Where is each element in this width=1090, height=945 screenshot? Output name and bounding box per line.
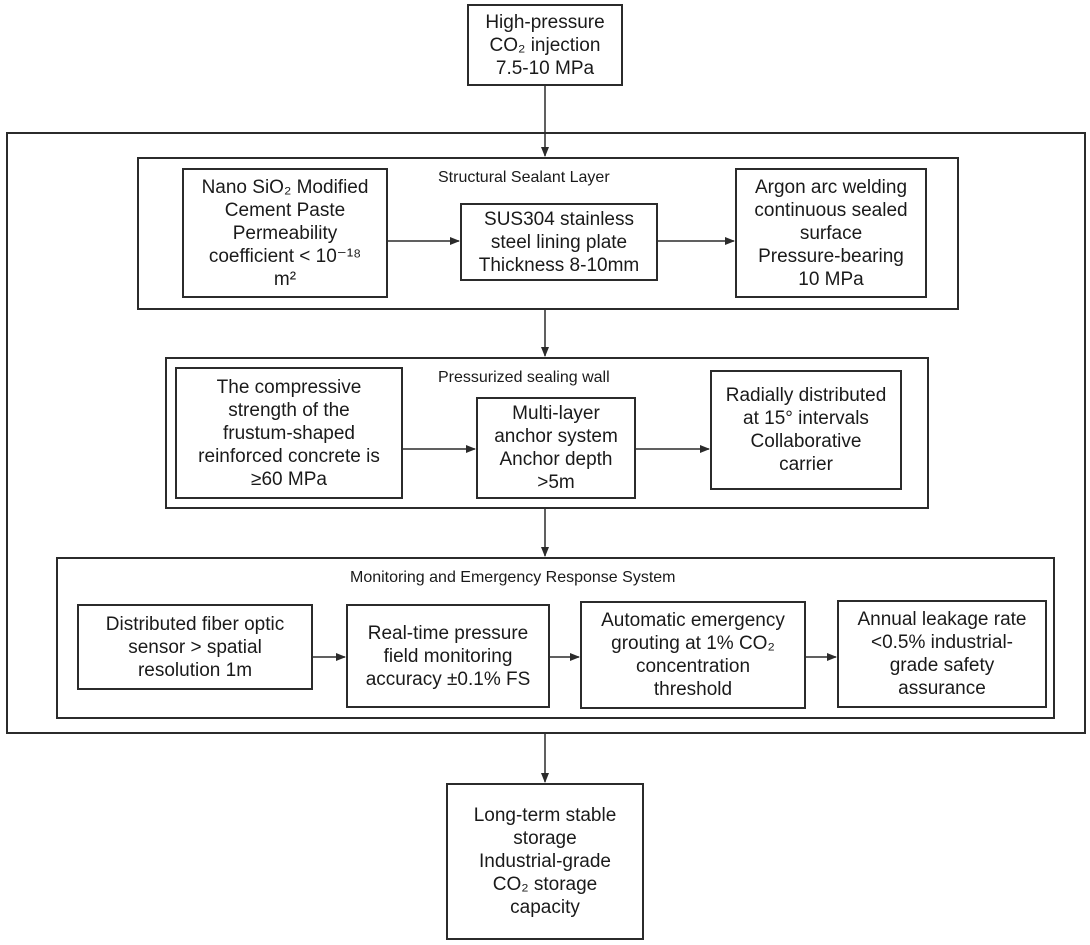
- emergency-grouting-box: Automatic emergency grouting at 1% CO₂ c…: [580, 601, 806, 709]
- radial-line-4: carrier: [779, 454, 833, 475]
- pressurized-sealing-wall-title: Pressurized sealing wall: [438, 369, 610, 386]
- grouting-line-2: grouting at 1% CO₂: [611, 633, 775, 654]
- anchor-line-2: anchor system: [494, 426, 618, 447]
- fiber-line-3: resolution 1m: [137, 659, 253, 681]
- outer-system-frame: [6, 132, 1086, 734]
- argon-line-4: Pressure-bearing: [758, 245, 904, 267]
- nano-sio2-line-1: Nano SiO₂ Modified: [201, 176, 369, 198]
- grouting-line-1: Automatic emergency: [601, 610, 785, 631]
- leakage-line-1: Annual leakage rate: [857, 609, 1027, 630]
- co2-injection-line-2: CO₂ injection: [489, 34, 601, 56]
- sus304-line-2: steel lining plate: [490, 231, 628, 253]
- nano-sio2-line-4: coefficient < 10⁻¹⁸: [208, 245, 362, 267]
- structural-sealant-layer-title: Structural Sealant Layer: [438, 169, 610, 186]
- multi-layer-anchor-box: Multi-layer anchor system Anchor depth >…: [476, 397, 636, 499]
- radial-line-3: Collaborative: [750, 431, 862, 452]
- monitoring-emergency-frame: [56, 557, 1055, 719]
- leakage-line-3: grade safety: [889, 655, 995, 676]
- pressure-line-2: field monitoring: [383, 645, 513, 667]
- frustum-line-2: strength of the: [228, 399, 350, 421]
- nano-sio2-line-5: m²: [273, 268, 297, 290]
- pressure-line-1: Real-time pressure: [367, 622, 529, 644]
- storage-line-4: CO₂ storage: [492, 874, 598, 895]
- structural-sealant-layer-frame: [137, 157, 959, 310]
- fiber-line-1: Distributed fiber optic: [105, 613, 285, 635]
- argon-line-5: 10 MPa: [798, 268, 864, 290]
- nano-sio2-cement-box: Nano SiO₂ Modified Cement Paste Permeabi…: [182, 168, 388, 298]
- sus304-line-3: Thickness 8-10mm: [478, 254, 640, 276]
- storage-line-2: storage: [513, 828, 577, 849]
- long-term-storage-box: Long-term stable storage Industrial-grad…: [446, 783, 644, 940]
- storage-line-1: Long-term stable: [473, 805, 617, 826]
- radial-line-2: at 15° intervals: [743, 408, 869, 429]
- frustum-line-4: reinforced concrete is: [198, 445, 380, 467]
- grouting-line-3: concentration: [635, 656, 751, 677]
- argon-line-1: Argon arc welding: [754, 176, 908, 198]
- anchor-line-1: Multi-layer: [512, 403, 600, 424]
- pressure-field-monitoring-box: Real-time pressure field monitoring accu…: [346, 604, 550, 708]
- monitoring-emergency-title: Monitoring and Emergency Response System: [350, 569, 676, 586]
- pressure-line-3: accuracy ±0.1% FS: [365, 668, 531, 690]
- annual-leakage-rate-box: Annual leakage rate <0.5% industrial- gr…: [837, 600, 1047, 708]
- pressurized-sealing-wall-frame: [165, 357, 929, 509]
- sus304-lining-plate-box: SUS304 stainless steel lining plate Thic…: [460, 203, 658, 281]
- frustum-line-3: frustum-shaped: [222, 422, 355, 444]
- storage-line-3: Industrial-grade: [478, 851, 611, 872]
- sus304-line-1: SUS304 stainless: [484, 208, 634, 230]
- fiber-line-2: sensor > spatial: [128, 636, 262, 658]
- frustum-concrete-box: The compressive strength of the frustum-…: [175, 367, 403, 499]
- anchor-line-4: >5m: [537, 472, 575, 493]
- radial-line-1: Radially distributed: [725, 385, 887, 406]
- nano-sio2-line-2: Cement Paste: [224, 199, 346, 221]
- radially-distributed-box: Radially distributed at 15° intervals Co…: [710, 370, 902, 490]
- fiber-optic-sensor-box: Distributed fiber optic sensor > spatial…: [77, 604, 313, 690]
- co2-injection-line-1: High-pressure: [485, 11, 605, 33]
- argon-line-3: surface: [799, 222, 863, 244]
- argon-arc-welding-box: Argon arc welding continuous sealed surf…: [735, 168, 927, 298]
- argon-line-2: continuous sealed: [754, 199, 908, 221]
- leakage-line-4: assurance: [898, 678, 986, 699]
- frustum-line-1: The compressive: [216, 376, 362, 398]
- grouting-line-4: threshold: [653, 679, 733, 700]
- frustum-line-5: ≥60 MPa: [251, 468, 327, 490]
- nano-sio2-line-3: Permeability: [232, 222, 338, 244]
- co2-injection-box: High-pressure CO₂ injection 7.5-10 MPa: [467, 4, 623, 86]
- leakage-line-2: <0.5% industrial-: [870, 632, 1014, 653]
- co2-injection-line-3: 7.5-10 MPa: [495, 57, 595, 79]
- anchor-line-3: Anchor depth: [499, 449, 613, 470]
- storage-line-5: capacity: [510, 897, 580, 918]
